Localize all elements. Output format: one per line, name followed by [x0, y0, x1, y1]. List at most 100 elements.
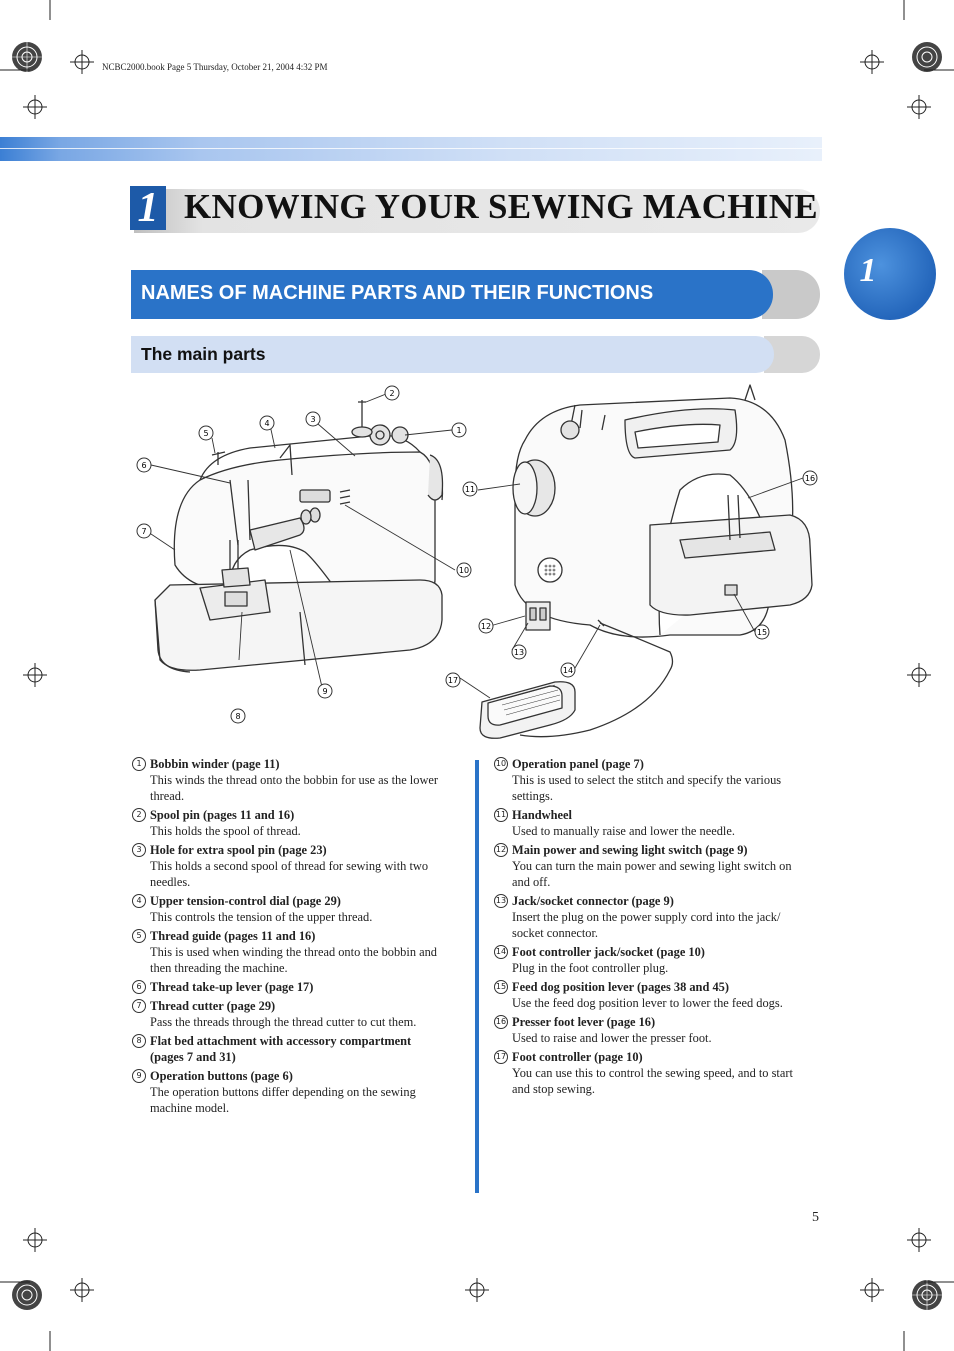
- part-title: Hole for extra spool pin (page 23): [150, 843, 327, 857]
- callout-16: 16: [805, 474, 815, 483]
- part-description: The operation buttons differ depending o…: [150, 1085, 416, 1115]
- registration-mark-icon: [910, 1278, 944, 1312]
- part-description: This controls the tension of the upper t…: [150, 910, 373, 924]
- part-item: 17 Foot controller (page 10) You can use t…: [494, 1049, 804, 1097]
- part-number: 4: [132, 894, 146, 908]
- callout-12: 12: [481, 622, 491, 631]
- part-number: 5: [132, 929, 146, 943]
- part-title: Feed dog position lever (pages 38 and 45…: [512, 980, 729, 994]
- part-item: 1 Bobbin winder (page 11) This winds the t…: [132, 756, 442, 804]
- part-number: 16: [494, 1015, 508, 1029]
- part-description: You can use this to control the sewing s…: [512, 1066, 793, 1096]
- part-title: Foot controller jack/socket (page 10): [512, 945, 705, 959]
- part-title: Handwheel: [512, 808, 572, 822]
- part-number: 17: [494, 1050, 508, 1064]
- part-number: 6: [132, 980, 146, 994]
- column-divider: [475, 760, 479, 1193]
- subsection-bar: [131, 336, 774, 373]
- part-description: Use the feed dog position lever to lower…: [512, 996, 783, 1010]
- part-number: 12: [494, 843, 508, 857]
- part-title: Spool pin (pages 11 and 16): [150, 808, 295, 822]
- callout-15: 15: [757, 628, 767, 637]
- part-description: This holds a second spool of thread for …: [150, 859, 429, 889]
- file-header-line: NCBC2000.book Page 5 Thursday, October 2…: [102, 62, 328, 72]
- part-description: Pass the threads through the thread cutt…: [150, 1015, 417, 1029]
- part-title: Operation buttons (page 6): [150, 1069, 293, 1083]
- part-description: This is used to select the stitch and sp…: [512, 773, 782, 803]
- callout-8: 8: [235, 712, 240, 721]
- chapter-title-bar: [134, 189, 820, 233]
- part-description: This winds the thread onto the bobbin fo…: [150, 773, 439, 803]
- part-number: 15: [494, 980, 508, 994]
- part-item: 6 Thread take-up lever (page 17): [132, 979, 442, 995]
- section-title: NAMES OF MACHINE PARTS AND THEIR FUNCTIO…: [141, 282, 654, 304]
- registration-mark-icon: [910, 40, 944, 74]
- part-title: Thread cutter (page 29): [150, 999, 276, 1013]
- callout-10: 10: [459, 566, 469, 575]
- part-item: 2 Spool pin (pages 11 and 16) This holds t…: [132, 807, 442, 839]
- chapter-title: KNOWING YOUR SEWING MACHINE: [184, 187, 818, 226]
- part-number: 13: [494, 894, 508, 908]
- part-description: You can turn the main power and sewing l…: [512, 859, 792, 889]
- part-title: Flat bed attachment with accessory compa…: [150, 1034, 412, 1064]
- part-number: 2: [132, 808, 146, 822]
- subsection-title: The main parts: [141, 344, 266, 364]
- callout-2: 2: [389, 389, 394, 398]
- page-number: 5: [812, 1210, 819, 1225]
- registration-mark-icon: [10, 40, 44, 74]
- part-item: 9 Operation buttons (page 6) The operation…: [132, 1068, 442, 1116]
- callout-13: 13: [514, 648, 524, 657]
- callout-7: 7: [141, 527, 146, 536]
- callout-17: 17: [448, 676, 458, 685]
- part-description: This is used when winding the thread ont…: [150, 945, 438, 975]
- part-title: Jack/socket connector (page 9): [512, 894, 674, 908]
- callout-3: 3: [310, 415, 315, 424]
- callout-6: 6: [141, 461, 146, 470]
- part-number: 3: [132, 843, 146, 857]
- registration-mark-icon: [10, 1278, 44, 1312]
- section-bar: [131, 270, 773, 319]
- decorative-header-bar: [0, 137, 822, 161]
- part-number: 8: [132, 1034, 146, 1048]
- part-description: Plug in the foot controller plug.: [512, 961, 669, 975]
- part-item: 12 Main power and sewing light switch (pa…: [494, 842, 804, 890]
- part-number: 1: [132, 757, 146, 771]
- callout-11: 11: [465, 485, 475, 494]
- part-number: 10: [494, 757, 508, 771]
- part-title: Presser foot lever (page 16): [512, 1015, 656, 1029]
- part-item: 13 Jack/socket connector (page 9) Insert t…: [494, 893, 804, 941]
- figure-callouts: 1 2 3 4 5 6 7 8 9 10 11 12 13 14 15 16 1…: [136, 385, 818, 724]
- callout-1: 1: [456, 426, 461, 435]
- part-title: Thread guide (pages 11 and 16): [150, 929, 316, 943]
- part-item: 8 Flat bed attachment with accessory comp…: [132, 1033, 442, 1065]
- part-item: 7 Thread cutter (page 29) Pass the thread…: [132, 998, 442, 1030]
- part-description: Used to manually raise and lower the nee…: [512, 824, 735, 838]
- part-title: Bobbin winder (page 11): [150, 757, 280, 771]
- part-item: 16 Presser foot lever (page 16) Used to ra…: [494, 1014, 804, 1046]
- part-number: 14: [494, 945, 508, 959]
- part-number: 7: [132, 999, 146, 1013]
- chapter-number: 1: [130, 186, 166, 230]
- part-item: 15 Feed dog position lever (pages 38 and …: [494, 979, 804, 1011]
- part-number: 9: [132, 1069, 146, 1083]
- part-description: Insert the plug on the power supply cord…: [512, 910, 781, 940]
- part-title: Foot controller (page 10): [512, 1050, 643, 1064]
- callout-9: 9: [322, 687, 327, 696]
- chapter-side-tab: [844, 228, 936, 320]
- part-item: 4 Upper tension-control dial (page 29) Thi…: [132, 893, 442, 925]
- part-description: This holds the spool of thread.: [150, 824, 301, 838]
- callout-4: 4: [264, 419, 269, 428]
- part-title: Upper tension-control dial (page 29): [150, 894, 341, 908]
- part-title: Thread take-up lever (page 17): [150, 980, 314, 994]
- callout-14: 14: [563, 666, 573, 675]
- part-title: Main power and sewing light switch (page…: [512, 843, 748, 857]
- part-number: 11: [494, 808, 508, 822]
- callout-5: 5: [203, 429, 208, 438]
- part-item: 5 Thread guide (pages 11 and 16) This is u…: [132, 928, 442, 976]
- part-item: 3 Hole for extra spool pin (page 23) This …: [132, 842, 442, 890]
- sewing-machine-illustration: 1 2 3 4 5 6 7 8 9 10 11 12 13 14 15 16 1…: [136, 384, 818, 739]
- part-description: Used to raise and lower the presser foot…: [512, 1031, 712, 1045]
